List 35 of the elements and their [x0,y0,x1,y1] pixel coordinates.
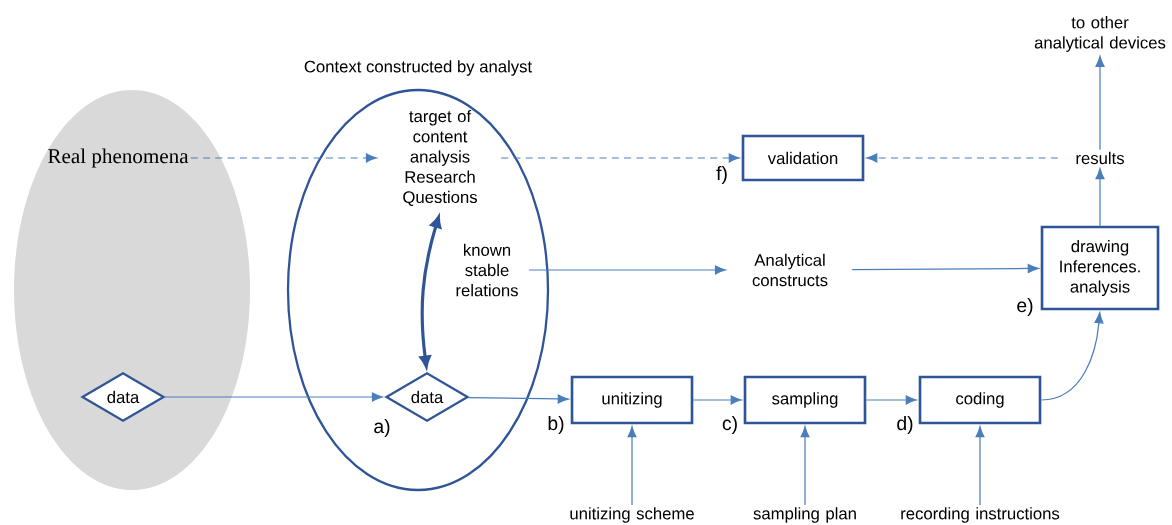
arrow [1095,168,1105,227]
arrow [975,426,985,506]
ellipse-label: Real phenomena [48,148,189,168]
arrow [467,394,569,404]
arrow [500,153,740,163]
node-text: results [1076,151,1124,165]
arrow [1095,55,1105,151]
arrow [164,392,383,402]
arrow [190,153,378,163]
process-box: sampling [743,375,867,425]
arrow [865,395,917,405]
node-text: unitizing scheme [570,507,694,523]
node-text: recording instructions [901,507,1060,523]
step-label: f) [716,166,727,184]
arrow [528,265,727,275]
step-label: b) [548,416,564,434]
step-label: d) [897,416,913,434]
arrow [866,153,1059,163]
process-box: coding [918,375,1042,425]
arrow [800,426,810,506]
process-box: validation [741,134,865,182]
arrow [692,395,742,405]
ellipse-heading: Context constructed by analyst [304,60,532,76]
node-text: known stable relations [456,243,518,297]
node-text: Analytical constructs [752,253,828,287]
process-box: drawing Inferences. analysis [1040,225,1160,311]
node-text: sampling plan [753,507,856,523]
step-label: c) [722,416,737,434]
node-text: to other analytical devices [1034,16,1166,52]
step-label: e) [1017,298,1033,316]
node-text: target of content analysis Research Questions [403,109,477,207]
process-box: unitizing [570,375,694,425]
arrow [851,263,1039,273]
arrow [627,426,637,506]
arrow [1040,312,1104,401]
